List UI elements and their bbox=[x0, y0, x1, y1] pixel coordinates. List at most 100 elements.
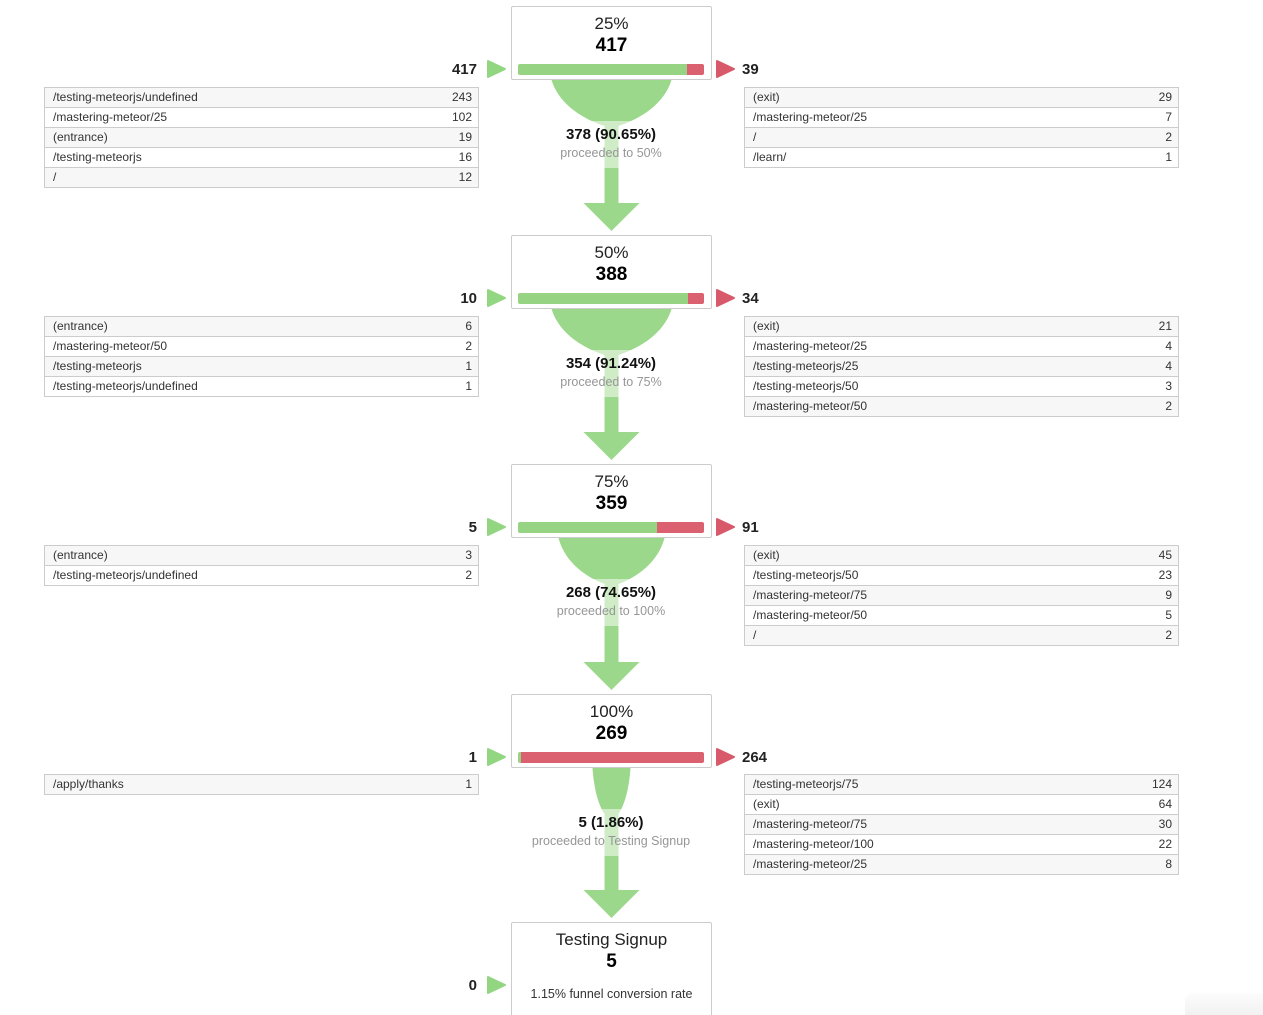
connector-highlight-band bbox=[511, 809, 712, 856]
exit-arrow-icon bbox=[716, 518, 735, 536]
table-row: (entrance)19 bbox=[45, 128, 478, 148]
page-path: /mastering-meteor/25 bbox=[53, 110, 168, 124]
entry-arrow-icon bbox=[487, 60, 506, 78]
page-path: /testing-meteorjs bbox=[53, 150, 142, 164]
page-count: 1 bbox=[465, 359, 472, 373]
exited-count: 34 bbox=[742, 290, 759, 307]
exit-arrow-icon bbox=[716, 60, 735, 78]
step-title: 100% bbox=[589, 702, 634, 721]
page-count: 30 bbox=[1158, 817, 1172, 831]
page-count: 16 bbox=[458, 150, 472, 164]
connector-highlight-band bbox=[511, 350, 712, 397]
funnel-connector: 354 (91.24%) proceeded to 75% bbox=[511, 309, 712, 464]
page-count: 45 bbox=[1158, 548, 1172, 562]
step-value: 359 bbox=[595, 493, 628, 514]
page-count: 29 bbox=[1158, 90, 1172, 104]
proceeded-label: proceeded to 75% bbox=[560, 375, 662, 389]
page-path: /testing-meteorjs/undefined bbox=[53, 568, 198, 582]
page-path: (exit) bbox=[753, 548, 780, 562]
page-path: (exit) bbox=[753, 90, 780, 104]
page-path: (exit) bbox=[753, 797, 780, 811]
page-count: 7 bbox=[1165, 110, 1172, 124]
page-count: 8 bbox=[1165, 857, 1172, 871]
exited-count: 91 bbox=[742, 519, 759, 536]
entrances-table: (entrance)6/mastering-meteor/50 2/testing… bbox=[44, 316, 479, 397]
page-count: 64 bbox=[1158, 797, 1172, 811]
page-path: /mastering-meteor/25 bbox=[753, 110, 868, 124]
funnel-step-box: 50%388 bbox=[511, 235, 712, 309]
page-path: /mastering-meteor/75 bbox=[753, 588, 868, 602]
table-row: /learn/1 bbox=[745, 148, 1178, 168]
step-title: 50% bbox=[594, 243, 629, 262]
page-count: 6 bbox=[465, 319, 472, 333]
page-count: 4 bbox=[1165, 339, 1172, 353]
step-value: 388 bbox=[595, 264, 628, 285]
page-path: /mastering-meteor/50 bbox=[53, 339, 168, 353]
page-path: /mastering-meteor/25 bbox=[753, 339, 868, 353]
table-row: (entrance)6 bbox=[45, 317, 478, 337]
table-row: /mastering-meteor/100 22 bbox=[745, 835, 1178, 855]
page-count: 2 bbox=[1165, 628, 1172, 642]
page-count: 3 bbox=[1165, 379, 1172, 393]
entry-arrow-icon bbox=[487, 748, 506, 766]
page-count: 2 bbox=[465, 339, 472, 353]
page-count: 2 bbox=[1165, 130, 1172, 144]
page-path: /mastering-meteor/50 bbox=[753, 399, 868, 413]
proceeded-count: 354 (91.24%) bbox=[565, 355, 657, 372]
step-value: 417 bbox=[595, 35, 628, 56]
page-count: 4 bbox=[1165, 359, 1172, 373]
funnel-connector: 5 (1.86%)proceeded to Testing Signup bbox=[511, 768, 712, 922]
bar-abandon-segment bbox=[688, 293, 704, 304]
proceeded-label: proceeded to 100% bbox=[556, 604, 666, 618]
entry-arrow-icon bbox=[487, 976, 506, 994]
table-row: /2 bbox=[745, 626, 1178, 646]
page-count: 102 bbox=[451, 110, 472, 124]
exited-count: 39 bbox=[742, 61, 759, 78]
table-row: /testing-meteorjs 16 bbox=[45, 148, 478, 168]
page-path: /mastering-meteor/100 bbox=[753, 837, 874, 851]
page-count: 22 bbox=[1158, 837, 1172, 851]
page-count: 1 bbox=[465, 777, 472, 791]
bar-continue-segment bbox=[518, 293, 688, 304]
bar-abandon-segment bbox=[657, 522, 704, 533]
proceeded-label: proceeded to 50% bbox=[560, 146, 662, 160]
bar-continue-segment bbox=[518, 752, 521, 763]
bar-continue-segment bbox=[518, 522, 657, 533]
entered-count: 0 bbox=[468, 977, 477, 994]
page-count: 3 bbox=[465, 548, 472, 562]
page-count: 1 bbox=[465, 379, 472, 393]
exit-arrow-icon bbox=[716, 289, 735, 307]
bar-abandon-segment bbox=[521, 752, 704, 763]
exit-arrow-icon bbox=[716, 748, 735, 766]
table-row: /mastering-meteor/25 7 bbox=[745, 108, 1178, 128]
proceeded-count: 378 (90.65%) bbox=[565, 126, 657, 143]
entry-arrow-icon bbox=[487, 518, 506, 536]
table-row: (exit) 64 bbox=[745, 795, 1178, 815]
step-bar bbox=[518, 752, 704, 763]
entered-count: 10 bbox=[460, 290, 477, 307]
exited-count: 264 bbox=[742, 749, 768, 766]
table-row: /mastering-meteor/50 2 bbox=[45, 337, 478, 357]
corner-overlay bbox=[1185, 993, 1263, 1015]
entered-count: 1 bbox=[468, 749, 477, 766]
page-path: /mastering-meteor/75 bbox=[753, 817, 868, 831]
page-count: 9 bbox=[1165, 588, 1172, 602]
page-count: 5 bbox=[1165, 608, 1172, 622]
page-count: 21 bbox=[1158, 319, 1172, 333]
bar-continue-segment bbox=[518, 64, 687, 75]
